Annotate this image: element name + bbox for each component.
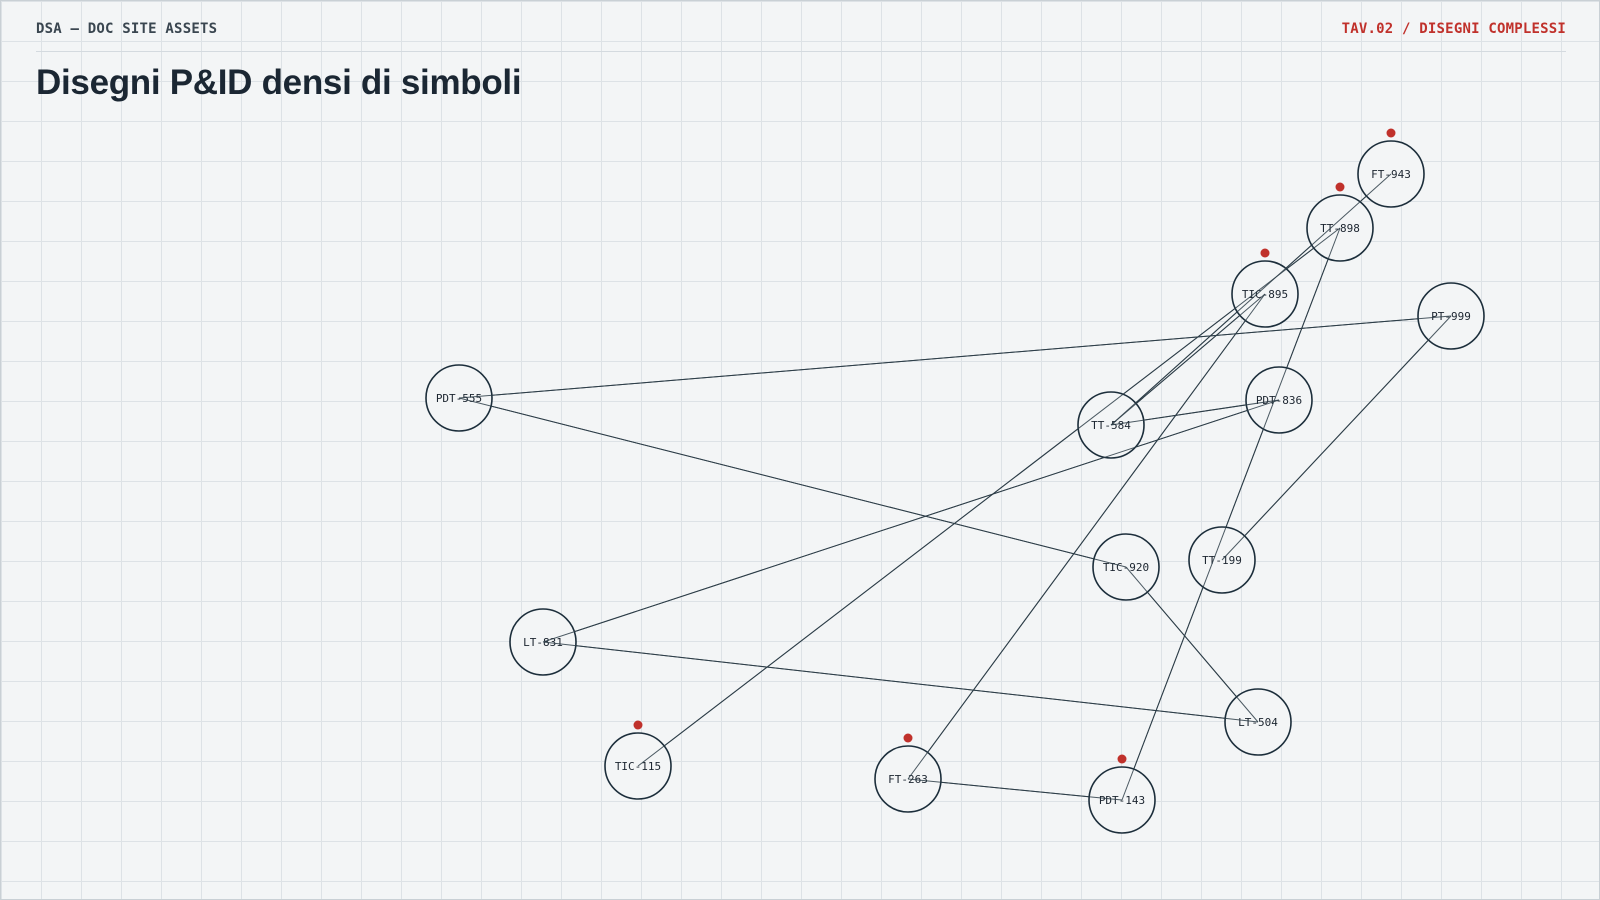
signal-line-overlay (542, 641, 1259, 723)
alarm-indicator-icon (1335, 182, 1345, 192)
instrument-tag: LT-504 (1238, 716, 1278, 729)
signal-line-overlay (1125, 566, 1259, 723)
instrument-tag: TT-584 (1091, 419, 1131, 432)
signal-line-overlay (907, 778, 1123, 801)
instrument-tag: TT-199 (1202, 554, 1242, 567)
instrument-bubble-ft263[interactable]: FT-263 (874, 733, 942, 813)
signal-line-overlay (637, 227, 1341, 767)
sheet-reference: TAV.02 / DISEGNI COMPLESSI (1341, 21, 1566, 37)
alarm-indicator-icon (1260, 248, 1270, 258)
signal-line-overlay (458, 397, 1127, 568)
connection-overlay (458, 173, 1452, 801)
alarm-indicator-icon (1117, 754, 1127, 764)
signal-line-overlay (542, 399, 1280, 643)
instrument-bubble-tic115[interactable]: TIC-115 (604, 720, 672, 800)
instrument-tag: TIC-115 (615, 760, 661, 773)
signal-line-overlay (458, 315, 1452, 399)
signal-line-overlay (1110, 399, 1280, 426)
signal-line-overlay (1121, 227, 1341, 801)
connection-layer (458, 173, 1452, 801)
alarm-indicator-icon (1386, 128, 1396, 138)
signal-line-overlay (1221, 315, 1452, 561)
signal-line-overlay (1110, 173, 1392, 426)
signal-line-overlay (907, 293, 1266, 780)
page-title: Disegni P&ID densi di simboli (36, 63, 522, 102)
signal-line-overlay (1110, 293, 1266, 426)
instrument-tag: PDT-143 (1099, 794, 1145, 807)
alarm-indicator-icon (903, 733, 913, 743)
instrument-bubble-tic895[interactable]: TIC-895 (1231, 248, 1299, 328)
header-divider (36, 51, 1566, 52)
instrument-bubble-pdt143[interactable]: PDT-143 (1088, 754, 1156, 834)
instrument-bubble-tt898[interactable]: TT-898 (1306, 182, 1374, 262)
alarm-indicator-icon (633, 720, 643, 730)
brand-label: DSA — DOC SITE ASSETS (36, 21, 218, 37)
